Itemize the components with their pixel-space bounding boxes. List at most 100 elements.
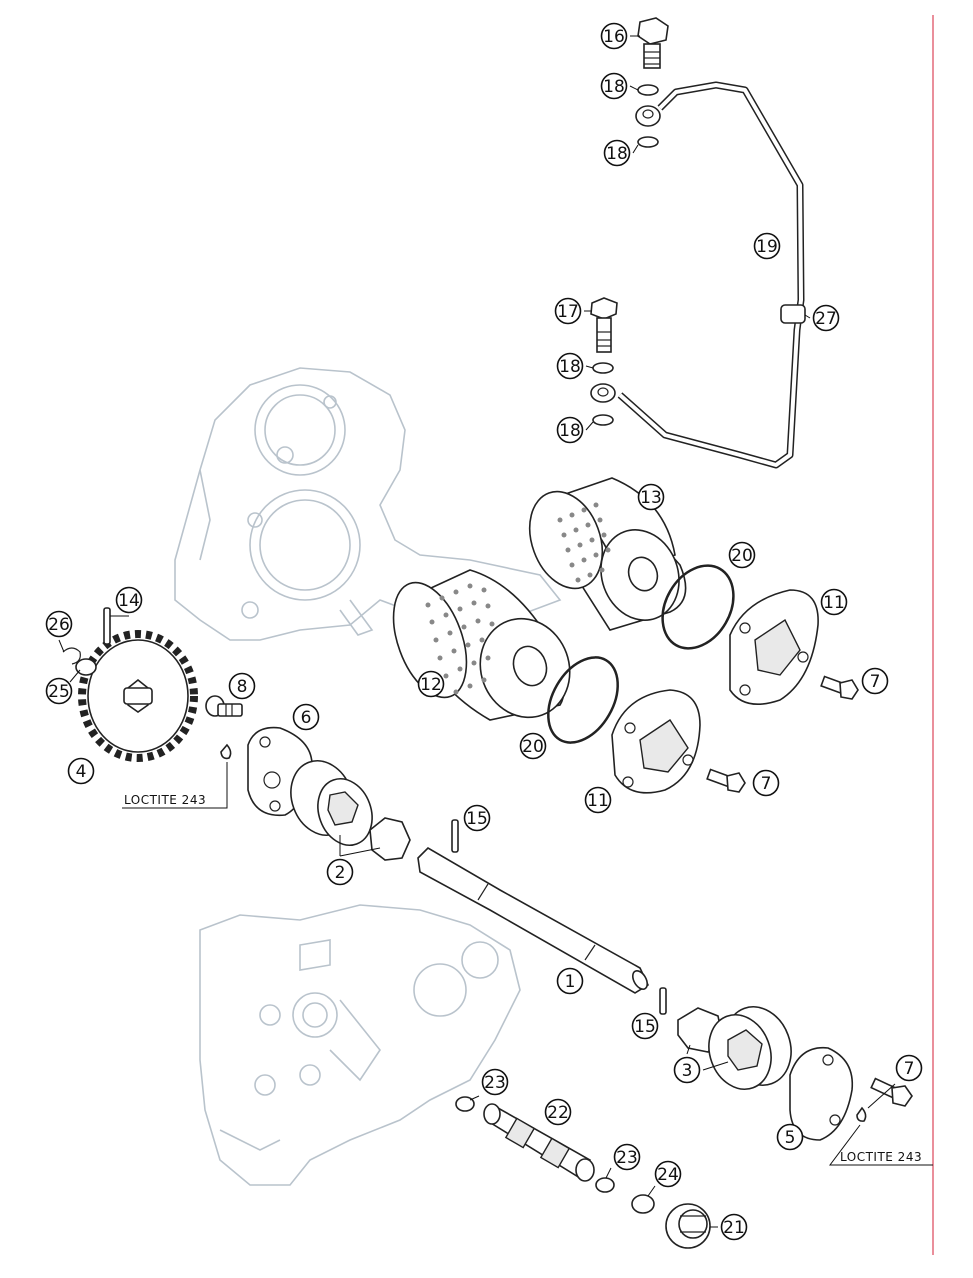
callout-number: 23 <box>616 1148 638 1168</box>
callout-13: 13 <box>637 483 665 511</box>
callout-5: 5 <box>776 1123 804 1151</box>
washer-18 <box>637 136 659 148</box>
pump-shaft-1 <box>417 846 650 994</box>
callout-number: 19 <box>756 237 778 257</box>
callout-number: 18 <box>559 357 581 377</box>
filter-cover-11 <box>611 689 701 794</box>
callout-number: 2 <box>335 863 346 883</box>
callout-4: 4 <box>67 757 95 785</box>
callout-3: 3 <box>673 1056 701 1084</box>
callout-11: 11 <box>820 588 848 616</box>
callout-23: 23 <box>481 1068 509 1096</box>
pump-rotor-outer-3 <box>708 1006 792 1090</box>
callout-15: 15 <box>631 1012 659 1040</box>
callout-2: 2 <box>326 858 354 886</box>
callout-26: 26 <box>45 610 73 638</box>
pump-rotor-inner-2 <box>369 817 411 861</box>
loctite-drop <box>856 1106 867 1122</box>
callout-16: 16 <box>600 22 628 50</box>
callout-number: 18 <box>606 144 628 164</box>
callout-23: 23 <box>613 1143 641 1171</box>
callout-number: 11 <box>823 593 845 613</box>
callout-8: 8 <box>228 672 256 700</box>
callout-number: 16 <box>603 27 625 47</box>
loctite-label: LOCTITE 243 <box>124 793 206 807</box>
callout-number: 7 <box>870 672 881 692</box>
callout-7: 7 <box>861 667 889 695</box>
o-ring-23 <box>455 1096 475 1112</box>
callout-number: 18 <box>603 77 625 97</box>
callout-12: 12 <box>417 670 445 698</box>
loctite-drop <box>220 743 232 760</box>
banjo-fitting-top <box>635 105 661 127</box>
callout-number: 20 <box>731 546 753 566</box>
oil-line <box>617 81 806 469</box>
washer-25 <box>75 658 97 676</box>
callout-21: 21 <box>720 1213 748 1241</box>
drain-plug-21 <box>665 1203 711 1249</box>
callout-7: 7 <box>895 1054 923 1082</box>
callout-number: 18 <box>559 421 581 441</box>
banjo-fitting-bottom <box>590 383 616 403</box>
callout-number: 22 <box>547 1103 569 1123</box>
callout-number: 3 <box>682 1061 693 1081</box>
oil-filter-13 <box>528 477 687 631</box>
circlip-26 <box>62 647 81 665</box>
filter-cover-11 <box>729 589 819 706</box>
callout-number: 7 <box>904 1059 915 1079</box>
pin-15 <box>659 987 667 1015</box>
banjo-bolt-16 <box>637 17 669 69</box>
callout-number: 7 <box>761 774 772 794</box>
callout-number: 15 <box>466 809 488 829</box>
bolt-7 <box>870 1077 913 1107</box>
callout-number: 14 <box>118 591 140 611</box>
o-ring-23 <box>595 1177 615 1193</box>
callout-24: 24 <box>654 1160 682 1188</box>
washer-18 <box>592 362 614 374</box>
callout-18: 18 <box>556 416 584 444</box>
callout-number: 26 <box>48 615 70 635</box>
oil-filter-12 <box>392 569 571 721</box>
callout-20: 20 <box>519 732 547 760</box>
oil-pump-gear-4 <box>78 630 198 762</box>
callout-number: 23 <box>484 1073 506 1093</box>
callout-17: 17 <box>554 297 582 325</box>
callout-18: 18 <box>600 72 628 100</box>
callout-19: 19 <box>753 232 781 260</box>
callout-number: 27 <box>815 309 837 329</box>
leader-lines <box>58 35 896 1228</box>
callout-25: 25 <box>45 677 73 705</box>
callout-number: 21 <box>723 1218 745 1238</box>
callout-number: 5 <box>785 1128 796 1148</box>
o-ring-20 <box>547 656 619 744</box>
callout-11: 11 <box>584 786 612 814</box>
callout-1: 1 <box>556 967 584 995</box>
callout-number: 12 <box>420 675 442 695</box>
callout-27: 27 <box>812 304 840 332</box>
callout-layer: 1618181927171818132011712201171426254861… <box>45 22 923 1241</box>
line-clamp-27 <box>780 304 806 324</box>
bolt-7 <box>706 768 746 793</box>
pin-15 <box>451 819 459 853</box>
pin-14 <box>103 607 111 645</box>
callout-14: 14 <box>115 586 143 614</box>
loctite-label: LOCTITE 243 <box>840 1150 922 1164</box>
callout-7: 7 <box>752 769 780 797</box>
callout-number: 20 <box>522 737 544 757</box>
callout-6: 6 <box>292 703 320 731</box>
loctite-note-top: LOCTITE 243 <box>122 762 228 809</box>
engine-case-lower-outline <box>199 904 521 1186</box>
oil-strainer-22 <box>483 1103 595 1182</box>
callout-number: 1 <box>565 972 576 992</box>
pump-cover-5 <box>789 1046 854 1141</box>
banjo-bolt-17 <box>590 297 618 353</box>
bolt-7 <box>820 675 859 700</box>
callout-number: 11 <box>587 791 609 811</box>
screw-8 <box>205 695 243 717</box>
washer-18 <box>592 414 614 426</box>
washer-18 <box>637 84 659 96</box>
callout-18: 18 <box>556 352 584 380</box>
callout-number: 6 <box>301 708 312 728</box>
engine-case-upper-outline <box>174 367 562 641</box>
